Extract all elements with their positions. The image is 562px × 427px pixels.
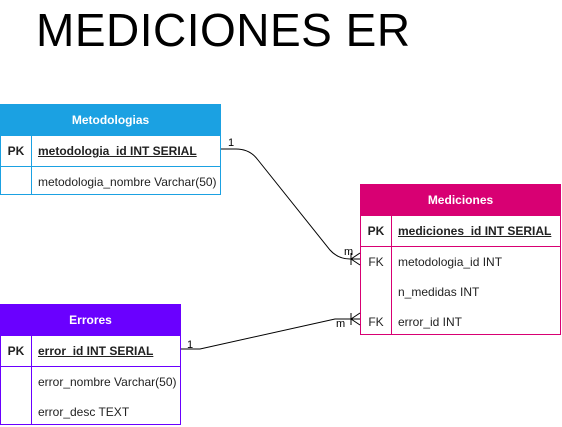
relation-line-errores-mediciones[interactable] [181,318,360,350]
field-name: error_desc TEXT [38,405,130,419]
entity-metodologias[interactable]: Metodologias PK metodologia_id INT SERIA… [0,104,221,195]
field-name: error_nombre Varchar(50) [38,375,177,389]
cardinality-many-label: m [344,246,354,258]
entity-header: Errores [1,305,180,336]
field-name: n_medidas INT [398,285,480,299]
field-row[interactable]: metodologia_nombre Varchar(50) [1,167,220,197]
entity-header: Mediciones [361,185,560,216]
field-row[interactable]: error_desc TEXT [1,397,180,427]
field-row[interactable]: n_medidas INT [361,277,560,307]
divider [391,215,392,334]
diagram-title: MEDICIONES ER [36,4,411,56]
pk-field: metodologia_id INT SERIAL [38,144,197,158]
pk-row[interactable]: PK error_id INT SERIAL [1,336,180,367]
field-name: metodologia_id INT [398,255,503,269]
field-name: metodologia_nombre Varchar(50) [38,175,217,189]
relation-line-metodologias-mediciones[interactable] [221,148,360,260]
pk-row[interactable]: PK metodologia_id INT SERIAL [1,136,220,167]
field-row[interactable]: error_nombre Varchar(50) [1,367,180,397]
pk-label: PK [7,144,25,158]
crowfoot-many-icon [350,252,361,266]
pk-row[interactable]: PK mediciones_id INT SERIAL [361,216,560,247]
field-row[interactable]: FK metodologia_id INT [361,247,560,277]
field-name: error_id INT [398,315,463,329]
field-row[interactable]: FK error_id INT [361,307,560,337]
pk-field: error_id INT SERIAL [38,344,154,358]
entity-header: Metodologias [1,105,220,136]
divider [31,135,32,194]
cardinality-one-label: 1 [187,339,194,351]
cardinality-one-label: 1 [228,137,235,149]
pk-field: mediciones_id INT SERIAL [398,224,552,238]
pk-label: PK [7,344,25,358]
key-label: FK [368,315,384,329]
entity-mediciones[interactable]: Mediciones PK mediciones_id INT SERIAL F… [360,184,561,335]
key-label: FK [368,255,384,269]
pk-label: PK [367,224,385,238]
entity-errores[interactable]: Errores PK error_id INT SERIAL error_nom… [0,304,181,425]
divider [31,335,32,424]
crowfoot-many-icon [350,312,361,326]
cardinality-many-label: m [336,318,346,330]
